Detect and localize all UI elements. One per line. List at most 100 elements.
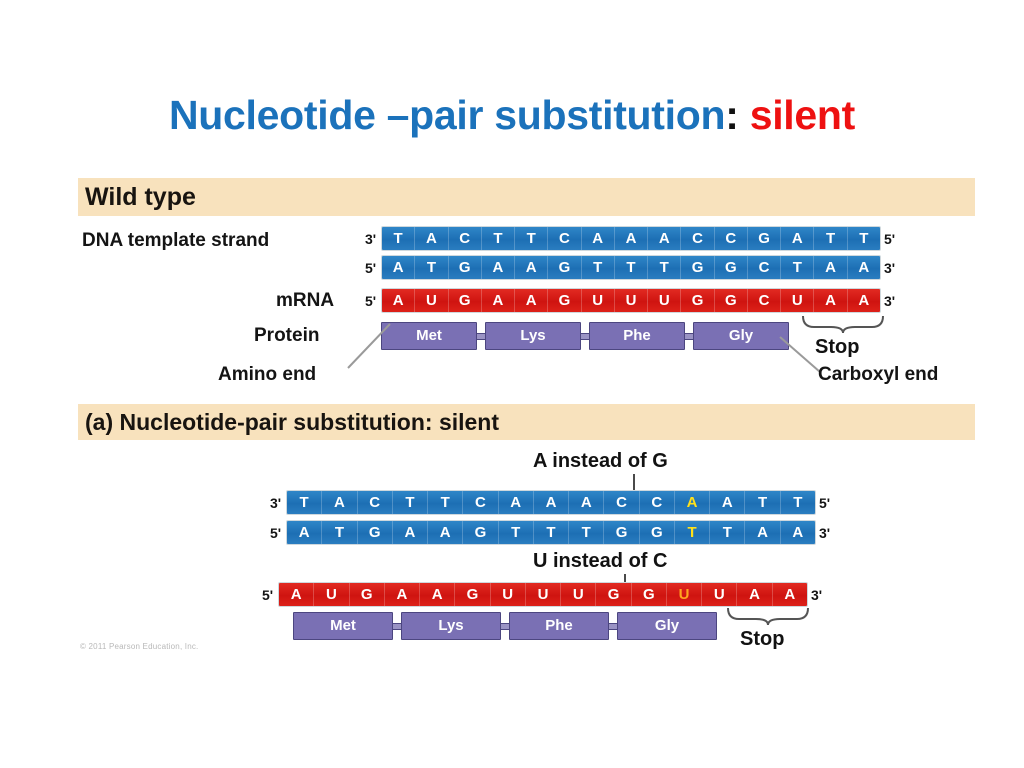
amino-acid-box: Gly [693,322,789,350]
nucleotide-base: T [781,256,815,279]
nucleotide-base: A [515,289,549,312]
nucleotide-base: U [491,583,526,606]
page-title-accent: silent [749,92,856,138]
nucleotide-base: G [449,289,482,312]
nucleotide-base: A [393,521,429,544]
nucleotide-base: A [382,289,416,312]
wt-coding-right-tick: 3' [884,260,896,276]
mut-template-left-tick: 3' [270,495,282,511]
nucleotide-base: G [632,583,667,606]
band-wild-type: Wild type [78,178,975,216]
nucleotide-base: T [415,256,449,279]
nucleotide-base: U [615,289,649,312]
nucleotide-base: T [793,494,803,511]
nucleotide-base: T [534,521,570,544]
amino-acid-box: Gly [617,612,717,640]
nucleotide-base: A [675,491,711,514]
nucleotide-base: A [648,227,682,250]
annotation-a-instead-of-g: A instead of G [533,450,668,472]
nucleotide-base: T [582,256,615,279]
amino-acid-box: Phe [509,612,609,640]
mut-stop-brace-icon [727,607,809,626]
peptide-bond-link [609,622,617,630]
nucleotide-base: T [515,227,549,250]
nucleotide-base: T [859,230,869,247]
page-title-colon: : [725,92,739,138]
nucleotide-base: T [569,521,605,544]
nucleotide-base: G [715,256,748,279]
nucleotide-base: G [596,583,632,606]
nucleotide-base: T [322,521,358,544]
nucleotide-base: A [322,491,358,514]
nucleotide-base: A [287,521,323,544]
nucleotide-base: A [814,289,848,312]
wt-mrna-right-tick: 3' [884,293,896,309]
nucleotide-base: A [279,583,315,606]
amino-acid-box: Met [381,322,477,350]
nucleotide-base: U [702,583,738,606]
nucleotide-base: C [748,256,782,279]
band-section-a: (a) Nucleotide-pair substitution: silent [78,404,975,440]
amino-acid-box: Met [293,612,393,640]
nucleotide-base: A [582,227,615,250]
nucleotide-base: C [604,491,640,514]
nucleotide-base: G [604,521,640,544]
nucleotide-base: A [420,583,456,606]
nucleotide-base: A [858,259,870,276]
nucleotide-base: G [463,521,499,544]
nucleotide-base: A [515,256,549,279]
nucleotide-base: T [710,521,746,544]
nucleotide-base: T [499,521,534,544]
nucleotide-base: A [781,227,815,250]
nucleotide-base: T [675,521,711,544]
nucleotide-base: U [648,289,682,312]
mut-stop-label: Stop [740,628,785,650]
nucleotide-base: A [482,289,516,312]
nucleotide-base: G [449,256,482,279]
label-protein: Protein [254,325,320,346]
nucleotide-base: T [393,491,429,514]
nucleotide-base: U [781,289,815,312]
nucleotide-base: C [449,227,482,250]
nucleotide-base: A [710,491,746,514]
wt-coding-left-tick: 5' [365,260,377,276]
nucleotide-base: T [428,491,464,514]
nucleotide-base: A [382,256,416,279]
nucleotide-base: T [287,491,323,514]
peptide-bond-link [501,622,509,630]
nucleotide-base: A [615,227,649,250]
nucleotide-base: C [640,491,675,514]
carboxyl-end-leader-line [779,336,821,373]
nucleotide-base: C [463,491,499,514]
nucleotide-base: U [561,583,597,606]
nucleotide-base: A [428,521,464,544]
label-amino-end: Amino end [218,364,317,385]
copyright-notice: © 2011 Pearson Education, Inc. [80,642,199,651]
nucleotide-base: U [415,289,449,312]
nucleotide-base: C [748,289,782,312]
peptide-bond-link [477,332,485,340]
nucleotide-base: T [382,227,416,250]
wt-template-right-tick: 5' [884,231,896,247]
label-dna-template-strand: DNA template strand [82,230,270,251]
nucleotide-base: A [385,583,421,606]
nucleotide-base: U [667,583,703,606]
nucleotide-base: A [858,292,870,309]
nucleotide-base: T [745,491,781,514]
nucleotide-base: T [482,227,516,250]
nucleotide-base: C [681,227,715,250]
amino-acid-box: Lys [401,612,501,640]
nucleotide-base: T [615,256,649,279]
mut-protein-chain: Met Lys Phe Gly [293,612,717,640]
nucleotide-base: A [737,583,773,606]
nucleotide-base: A [482,256,516,279]
nucleotide-base: G [358,521,393,544]
nucleotide-base: A [499,491,534,514]
nucleotide-base: G [681,256,715,279]
peptide-bond-link [393,622,401,630]
